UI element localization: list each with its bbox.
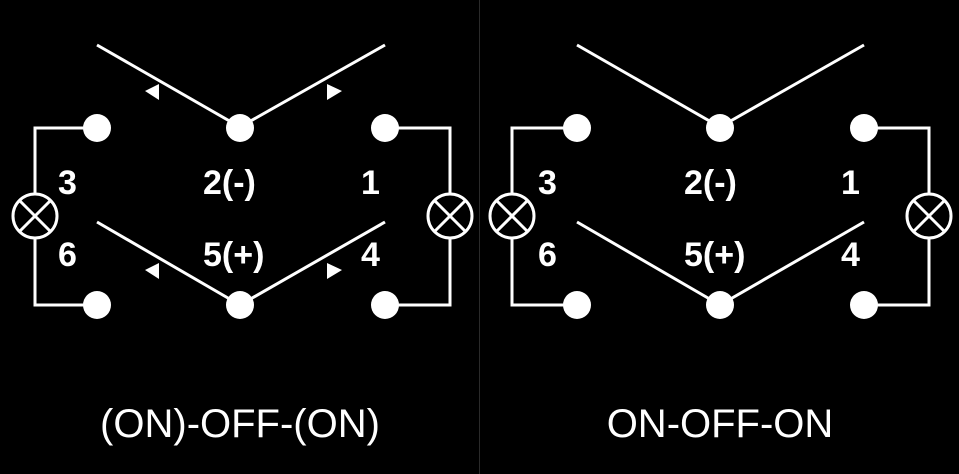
lamp-right-icon	[905, 192, 953, 240]
terminal-5	[226, 291, 254, 319]
switch-schematic-right: 3 2(-) 1 6 5(+) 4 ON-OFF-ON	[488, 43, 953, 446]
arrow-top-right-icon	[327, 84, 342, 100]
terminal-2	[706, 114, 734, 142]
terminal-5	[706, 291, 734, 319]
pin-label-3: 3	[58, 164, 77, 202]
diagram-on-off-on: 3 2(-) 1 6 5(+) 4 ON-OFF-ON	[480, 0, 959, 474]
arrow-bottom-left-icon	[145, 263, 159, 279]
pin-label-6: 6	[58, 236, 77, 274]
pin-label-2: 2(-)	[203, 164, 256, 202]
lever-top-right	[719, 43, 865, 129]
terminal-1	[371, 114, 399, 142]
pin-label-6: 6	[538, 236, 557, 274]
pin-label-4: 4	[841, 236, 860, 274]
pin-label-2: 2(-)	[684, 164, 737, 202]
panel-divider	[479, 0, 480, 474]
diagram-title: ON-OFF-ON	[607, 402, 834, 446]
diagram-title: (ON)-OFF-(ON)	[100, 402, 380, 446]
terminal-4	[371, 291, 399, 319]
pin-label-5: 5(+)	[203, 236, 264, 274]
lamp-right-icon	[426, 192, 474, 240]
switch-schematic-left: 3 2(-) 1 6 5(+) 4 (ON)-OFF-(ON)	[11, 43, 474, 446]
lever-top-right	[239, 43, 386, 129]
lamp-left-icon	[11, 192, 59, 240]
terminal-6	[563, 291, 591, 319]
pin-label-4: 4	[361, 236, 380, 274]
pin-label-1: 1	[841, 164, 860, 202]
pin-label-1: 1	[361, 164, 380, 202]
terminal-6	[83, 291, 111, 319]
diagram-on-off-on-momentary: 3 2(-) 1 6 5(+) 4 (ON)-OFF-(ON)	[11, 43, 474, 446]
pin-label-3: 3	[538, 164, 557, 202]
pin-label-5: 5(+)	[684, 236, 745, 274]
lamp-left-icon	[488, 192, 536, 240]
lever-bottom-right	[239, 220, 386, 307]
lever-top-left	[96, 43, 241, 129]
arrow-bottom-right-icon	[327, 263, 342, 279]
lever-bottom-right	[719, 220, 865, 307]
terminal-4	[850, 291, 878, 319]
terminal-1	[850, 114, 878, 142]
arrow-top-left-icon	[145, 84, 159, 100]
lever-bottom-left	[576, 220, 721, 307]
terminal-2	[226, 114, 254, 142]
terminal-3	[563, 114, 591, 142]
lever-bottom-left	[96, 220, 241, 307]
terminal-3	[83, 114, 111, 142]
lever-top-left	[576, 43, 721, 129]
